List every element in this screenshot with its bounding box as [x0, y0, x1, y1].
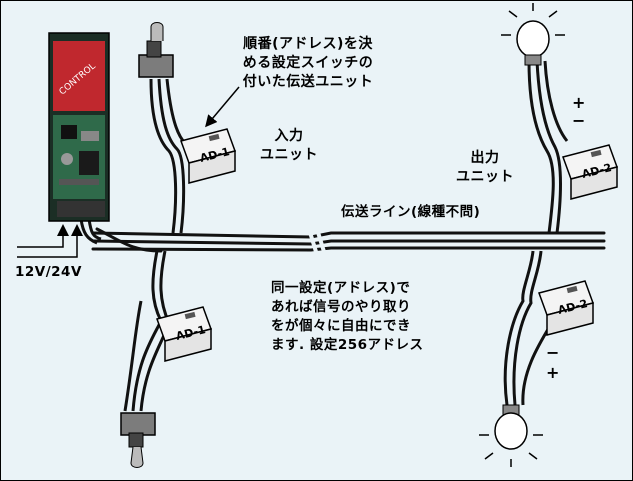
controller-wires: [79, 218, 102, 245]
unit-ad2-top: [562, 144, 618, 200]
output-unit-line2: ユニット: [456, 169, 514, 185]
same-setting-line4: ます. 設定256アドレス: [271, 337, 424, 353]
toggle-switch-bottom: [120, 412, 156, 468]
polarity-plus-top: +: [572, 93, 586, 112]
address-note-line2: める設定スイッチの: [242, 55, 374, 71]
address-note-line1: 順番(アドレス)を決: [243, 36, 373, 52]
controller-board: CONTROL: [48, 32, 110, 222]
wires-input-top: [149, 78, 187, 234]
power-label: 12V/24V: [15, 264, 82, 280]
lamp-top: [501, 3, 565, 66]
input-unit-label: 入力 ユニット: [249, 127, 329, 165]
wires-output-top: [527, 60, 569, 234]
polarity-plus-bottom: +: [546, 363, 560, 382]
same-setting-line2: あれば信号のやり取り: [271, 299, 411, 315]
polarity-minus-bottom: −: [546, 343, 560, 362]
lamp-bottom: [479, 404, 543, 467]
unit-ad1-top: [180, 128, 236, 184]
input-unit-line1: 入力: [274, 128, 304, 144]
transmission-line: [91, 227, 606, 253]
unit-ad2-bottom: [538, 280, 594, 336]
same-setting-line1: 同一設定(アドレス)で: [271, 280, 411, 296]
output-unit-line1: 出力: [470, 150, 500, 166]
power-arrows: [17, 224, 83, 258]
output-unit-label: 出力 ユニット: [445, 149, 525, 187]
toggle-switch-top: [138, 22, 174, 78]
unit-ad1-bottom: [156, 306, 212, 362]
same-setting-line3: をが個々に自由にでき: [271, 318, 411, 334]
address-note-line3: 付いた伝送ユニット: [242, 74, 374, 90]
transmission-line-label: 伝送ライン(線種不問): [341, 204, 481, 220]
same-setting-note: 同一設定(アドレス)で あれば信号のやり取り をが個々に自由にでき ます. 設定…: [271, 279, 424, 355]
line-break-mark: [307, 228, 327, 256]
callout-arrow: [205, 86, 240, 128]
polarity-minus-top: −: [572, 111, 586, 130]
input-unit-line2: ユニット: [260, 147, 318, 163]
address-note: 順番(アドレス)を決 める設定スイッチの 付いた伝送ユニット: [223, 35, 393, 92]
